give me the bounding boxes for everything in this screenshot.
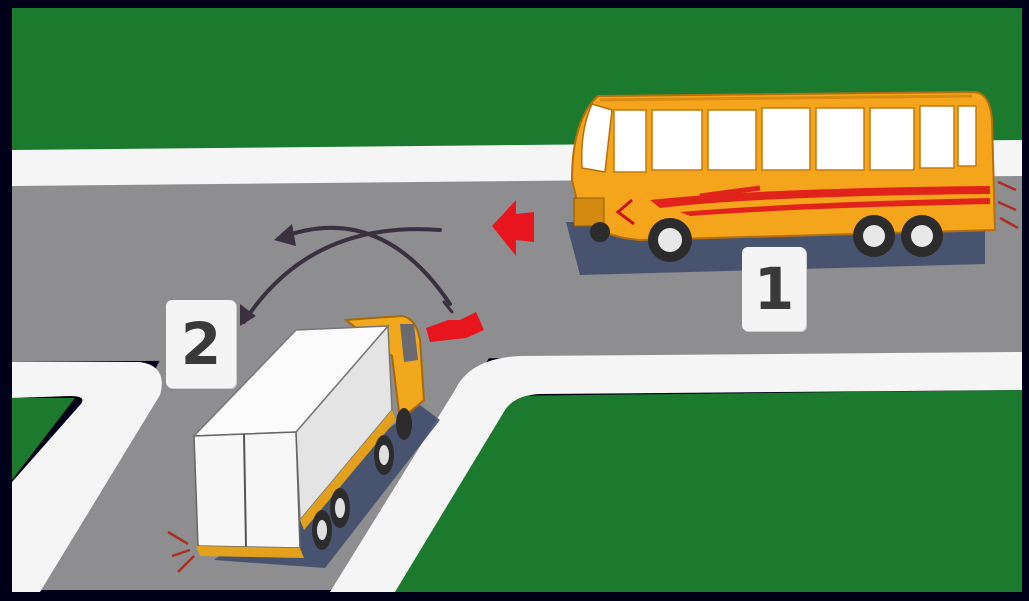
vehicle-label-2: 2: [166, 300, 236, 388]
bus-front: [574, 198, 604, 226]
bus-windows: [614, 106, 976, 172]
truck-chassis-rear: [196, 546, 304, 558]
vehicle-label-1: 1: [742, 247, 806, 331]
truck-box-rear: [194, 432, 300, 548]
